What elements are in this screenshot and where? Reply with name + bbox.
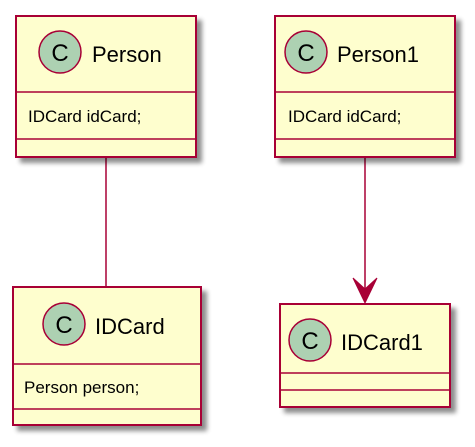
class-field: IDCard idCard; bbox=[28, 107, 141, 126]
class-idcard1-header: C IDCard1 bbox=[288, 318, 423, 362]
class-badge-icon bbox=[288, 318, 332, 362]
class-name: Person bbox=[92, 42, 162, 67]
class-name: Person1 bbox=[337, 42, 419, 67]
class-badge-letter: C bbox=[51, 40, 68, 67]
relation-person1-idcard1 bbox=[352, 158, 378, 305]
class-idcard[interactable] bbox=[12, 286, 202, 426]
arrowhead bbox=[352, 277, 378, 305]
class-name: IDCard bbox=[95, 314, 165, 339]
class-badge-letter: C bbox=[55, 312, 72, 339]
class-person[interactable] bbox=[15, 15, 197, 158]
class-badge-icon bbox=[38, 30, 82, 74]
class-badge-letter: C bbox=[297, 40, 314, 67]
class-person-header: C Person bbox=[38, 30, 162, 74]
class-idcard-header: C IDCard bbox=[42, 302, 165, 346]
class-name: IDCard1 bbox=[341, 330, 423, 355]
class-person1-header: C Person1 bbox=[284, 30, 419, 74]
class-badge-icon bbox=[284, 30, 328, 74]
class-field: IDCard idCard; bbox=[288, 107, 401, 126]
class-badge-icon bbox=[42, 302, 86, 346]
class-field: Person person; bbox=[24, 378, 139, 397]
class-badge-letter: C bbox=[301, 328, 318, 355]
